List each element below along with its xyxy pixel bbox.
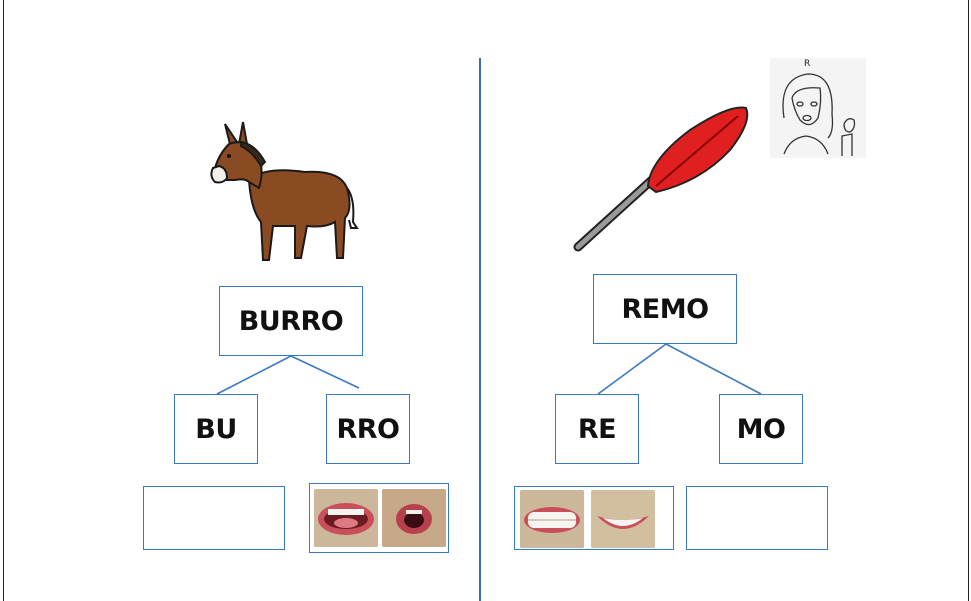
mouth-round-open-icon: [382, 489, 446, 547]
center-divider: [479, 58, 481, 601]
mouth-smile-teeth-icon: [520, 490, 584, 548]
syllable-label: MO: [736, 413, 786, 445]
syllable-box-re: RE: [555, 394, 639, 464]
mouth-open-tongue-icon: [314, 489, 378, 547]
connector-burro-bu: [216, 355, 292, 395]
donkey-icon: [210, 121, 359, 261]
word-box-remo: REMO: [593, 274, 737, 344]
connector-remo-mo: [665, 343, 762, 395]
paddle-icon: [573, 106, 749, 252]
syllable-label: RRO: [336, 413, 400, 445]
syllable-label: BU: [195, 413, 237, 445]
mouth-box-rro: [309, 483, 449, 553]
syllable-box-bu: BU: [174, 394, 258, 464]
page-frame: [3, 0, 969, 601]
mouth-box-re: [514, 486, 674, 550]
mouth-wide-smile-icon: [591, 490, 655, 548]
word-label: BURRO: [238, 305, 344, 337]
syllable-label: RE: [577, 413, 617, 445]
connector-burro-rro: [290, 355, 360, 389]
sign-letter: R: [804, 59, 811, 69]
sign-r-icon: R: [770, 58, 866, 158]
word-box-burro: BURRO: [219, 286, 363, 356]
connector-remo-re: [597, 343, 667, 395]
answer-box-mo[interactable]: [686, 486, 828, 550]
answer-box-bu[interactable]: [143, 486, 285, 550]
word-label: REMO: [621, 293, 709, 325]
syllable-box-mo: MO: [719, 394, 803, 464]
syllable-box-rro: RRO: [326, 394, 410, 464]
